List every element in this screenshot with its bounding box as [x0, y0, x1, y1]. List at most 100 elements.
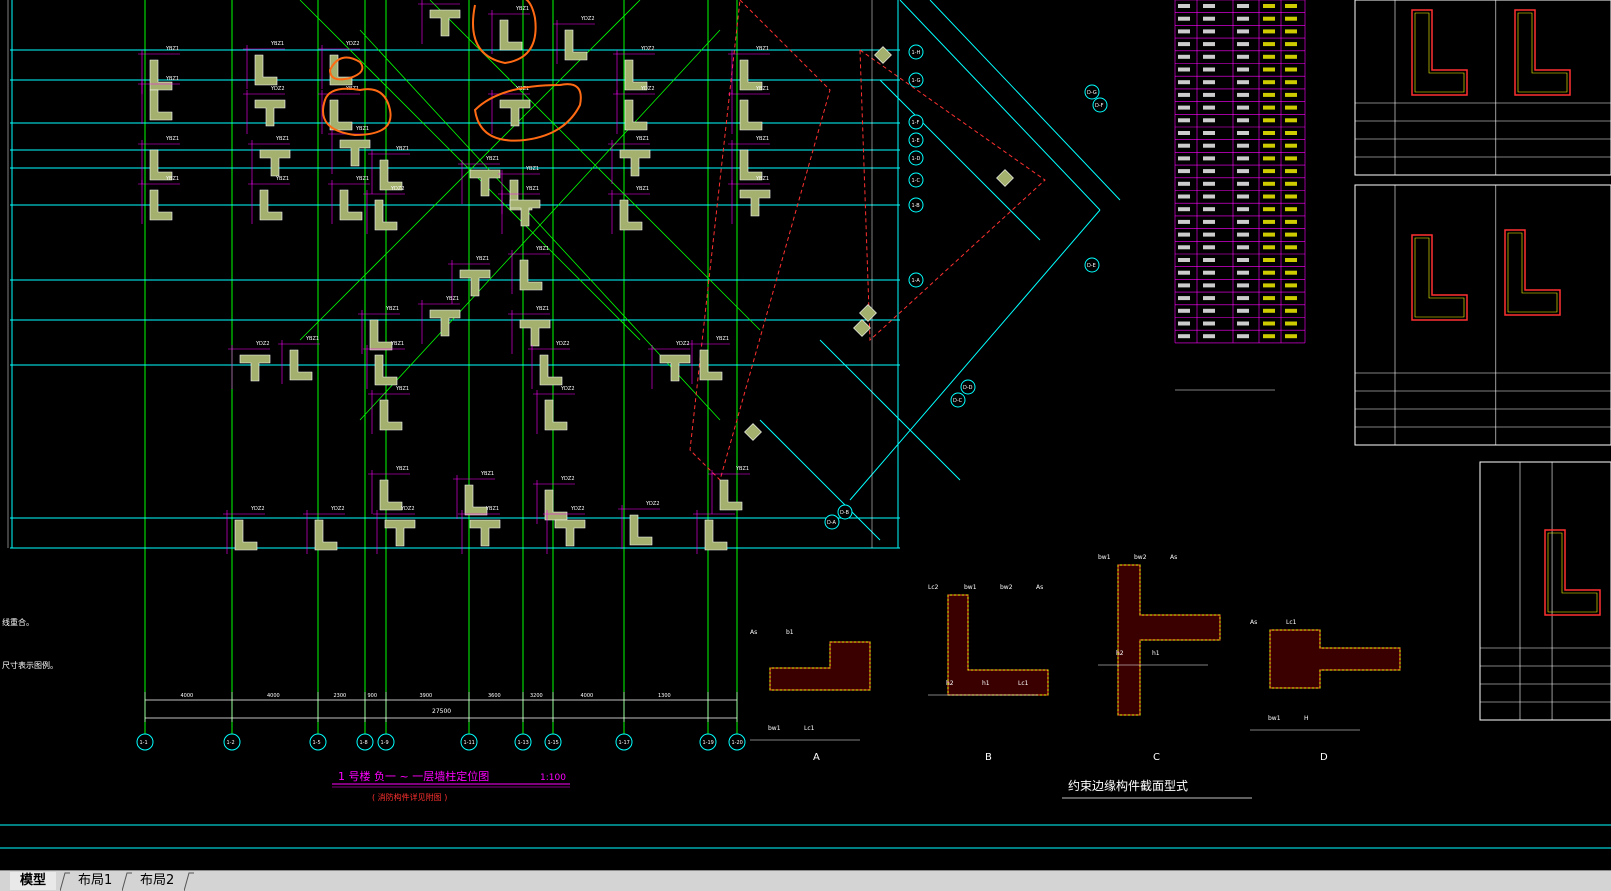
section-label: B	[985, 752, 992, 763]
wall-column: YBZ1	[328, 176, 370, 224]
column-shape	[379, 159, 403, 191]
table-cell-text	[1285, 296, 1297, 301]
wall-column: YBZ1	[248, 136, 291, 184]
tab-layout2[interactable]: 布局2	[140, 873, 175, 888]
column-shape	[544, 399, 568, 431]
wall-column: YDZ2	[373, 506, 416, 554]
column-shape	[314, 519, 338, 551]
column-label: YDZ2	[640, 86, 655, 92]
column-label: YBZ1	[445, 0, 459, 2]
column-label: YDZ2	[675, 341, 690, 347]
table-cell-text	[1237, 232, 1249, 237]
diagonal-axis	[879, 79, 1041, 241]
table-cell-text	[1237, 67, 1249, 72]
table-cell-text	[1178, 219, 1190, 224]
section-dim-label: As	[1250, 619, 1257, 626]
column-shape	[874, 46, 892, 64]
wall-column: YDZ2	[533, 476, 575, 524]
table-cell-text	[1285, 169, 1297, 174]
column-label: YBZ1	[395, 146, 409, 152]
tab-divider-icon	[60, 872, 70, 891]
wall-column: YDZ2	[318, 41, 360, 89]
section-dim-label: bw1	[1098, 554, 1111, 561]
axis-label: 1-1	[140, 740, 148, 746]
column-label: YBZ1	[525, 166, 539, 172]
column-shape	[149, 149, 173, 181]
column-shape	[499, 19, 523, 51]
wall-column: YBZ1	[728, 136, 770, 184]
column-label: YBZ1	[165, 46, 179, 52]
axis-bubble	[544, 733, 562, 751]
axis-label: 1-9	[381, 740, 389, 746]
column-shape	[699, 349, 723, 381]
layout-tab-bar: 模型 布局1 布局2	[0, 870, 1611, 891]
column-shape	[459, 269, 491, 297]
table-cell-text	[1203, 181, 1215, 186]
section-outline	[769, 641, 871, 691]
column-shape	[384, 519, 416, 547]
column-label: YBZ1	[475, 256, 489, 262]
column-shape	[624, 99, 648, 131]
tab-model[interactable]: 模型	[10, 872, 57, 890]
column-shape	[289, 349, 313, 381]
table-cell-text	[1203, 105, 1215, 110]
table-cell-text	[1263, 181, 1275, 186]
column-shape	[429, 309, 461, 337]
table-cell-text	[1237, 296, 1249, 301]
section-outline	[1269, 629, 1401, 689]
column-label: YBZ1	[275, 176, 289, 182]
wall-column: YBZ1	[453, 471, 495, 519]
column-shape	[469, 519, 501, 547]
wall-column: YBZ1	[608, 186, 650, 234]
table-cell-text	[1203, 334, 1215, 339]
axis-label: 1-F	[912, 120, 920, 126]
section-outline	[947, 594, 1049, 696]
diagonal-axis	[899, 0, 1101, 211]
column-shape	[379, 479, 403, 511]
table-cell-text	[1263, 131, 1275, 135]
drawing-subtitle: ( 消防构件详见附图 )	[372, 792, 447, 802]
column-shape	[239, 354, 271, 382]
wall-column: YBZ1	[728, 176, 771, 224]
rebar-section	[1411, 234, 1468, 321]
axis-label: 1-5	[313, 740, 321, 746]
table-cell-text	[1178, 80, 1190, 85]
column-shape	[619, 149, 651, 177]
column-label: YDZ2	[570, 506, 585, 512]
table-cell-text	[1178, 270, 1190, 275]
table-cell-text	[1178, 194, 1190, 199]
table-cell-text	[1203, 194, 1215, 199]
wall-column: YBZ1	[368, 146, 410, 194]
table-cell-text	[1178, 105, 1190, 110]
table-cell-text	[1237, 4, 1249, 8]
column-shape	[374, 354, 398, 386]
rebar-section	[1411, 9, 1468, 96]
section-dim-label: Lc1	[1286, 619, 1297, 626]
axis-bubble	[615, 733, 633, 751]
table-cell-text	[1285, 42, 1297, 47]
table-cell-text	[1263, 194, 1275, 199]
axis-bubble	[728, 733, 746, 751]
dimension-text: 3200	[530, 693, 543, 699]
total-dimension: 27500	[432, 708, 451, 715]
dimension-text: 3900	[420, 693, 433, 699]
column-label: YBZ1	[535, 246, 549, 252]
column-shape	[369, 319, 393, 351]
table-cell-text	[1285, 321, 1297, 326]
wall-columns: YBZ1YBZ1YDZ2YBZ1YBZ1YDZ2YDZ2YBZ1YBZ1YDZ2…	[138, 0, 1014, 554]
column-label: YDZ2	[400, 506, 415, 512]
tab-layout1[interactable]: 布局1	[78, 873, 113, 888]
section-hatch	[1117, 564, 1221, 716]
wall-column: YDZ2	[613, 46, 655, 94]
table-cell-text	[1178, 169, 1190, 174]
column-shape	[744, 423, 762, 441]
column-label: YBZ1	[480, 471, 494, 477]
axis-bubble	[908, 114, 924, 130]
table-cell-text	[1237, 42, 1249, 47]
table-cell-text	[1285, 67, 1297, 72]
wall-column: YBZ1	[458, 506, 501, 554]
markup-circle	[472, 0, 537, 65]
